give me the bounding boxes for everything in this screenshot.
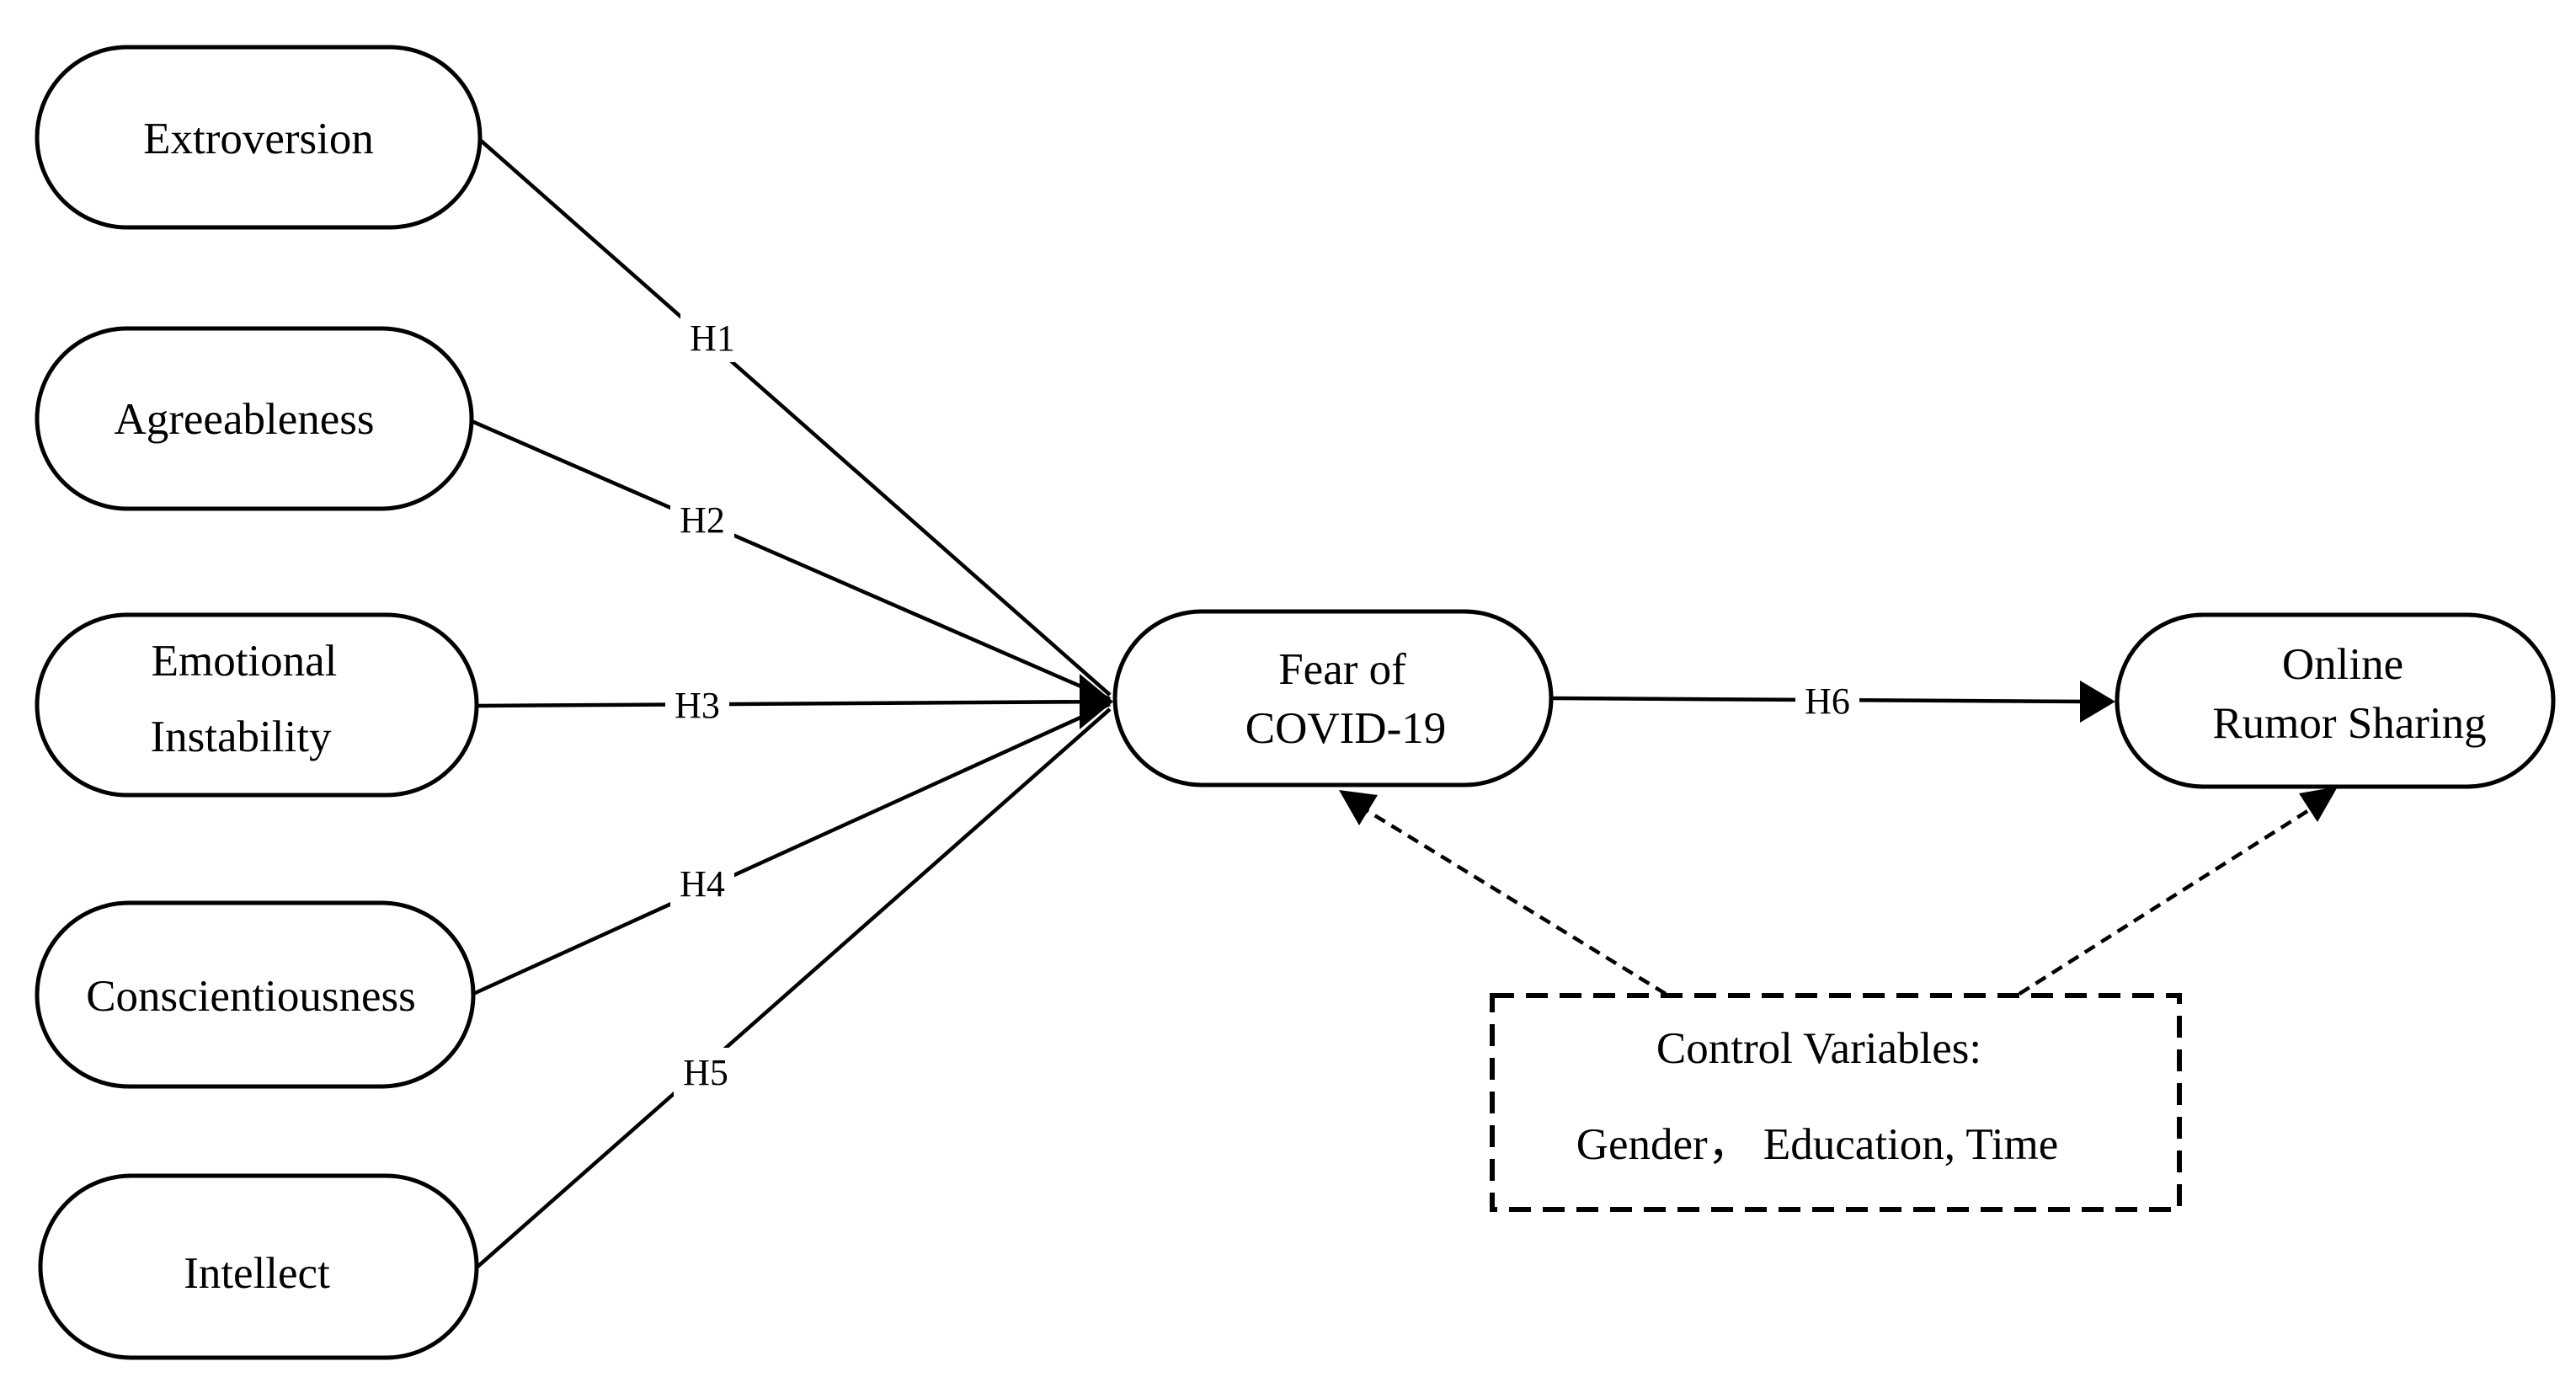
- arrowhead-control-rumor: [2299, 787, 2338, 822]
- node-label-conscientiousness: Conscientiousness: [86, 972, 416, 1021]
- edge-h4: [472, 702, 1111, 996]
- node-label-rumor-sharing: Rumor Sharing: [2212, 699, 2486, 748]
- node-label-agreeableness: Agreeableness: [114, 395, 374, 444]
- node-label-intellect: Intellect: [184, 1249, 330, 1298]
- node-extroversion: Extroversion: [35, 45, 483, 230]
- node-label-covid: COVID-19: [1245, 704, 1446, 753]
- arrowhead-control-fear: [1339, 790, 1378, 825]
- edge-h1: [478, 138, 1112, 697]
- node-agreeableness: Agreeableness: [35, 326, 474, 511]
- edge-control-to-rumor: [2018, 805, 2316, 996]
- node-label-fear-of: Fear of: [1278, 645, 1406, 694]
- node-conscientiousness: Conscientiousness: [35, 900, 476, 1089]
- control-variables-box: Control Variables: Gender， Education, Ti…: [1490, 993, 2182, 1212]
- node-label-emotional: Emotional: [152, 637, 338, 686]
- control-variables-title: Control Variables:: [1656, 1024, 1981, 1073]
- edge-label-h4: H4: [680, 863, 725, 905]
- edge-label-h2: H2: [680, 499, 725, 541]
- node-intellect: Intellect: [38, 1173, 479, 1360]
- node-emotional-instability: Emotional Instability: [35, 612, 479, 798]
- node-label-instability: Instability: [151, 713, 332, 761]
- edge-control-to-fear: [1359, 805, 1667, 996]
- edge-label-h6: H6: [1805, 681, 1850, 722]
- edge-h5: [475, 707, 1112, 1269]
- edge-label-h1: H1: [690, 318, 735, 359]
- edge-label-h3: H3: [675, 685, 720, 726]
- edges-layer: [471, 138, 2338, 1269]
- edge-h3: [476, 699, 1111, 708]
- edge-h2: [471, 419, 1111, 702]
- edge-labels-layer: H1 H2 H3 H4 H5 H6: [665, 313, 1859, 1097]
- node-online-rumor-sharing: Online Rumor Sharing: [2115, 612, 2556, 789]
- node-fear-of-covid: Fear of COVID-19: [1112, 609, 1554, 787]
- edge-label-h5: H5: [683, 1052, 728, 1093]
- node-label-extroversion: Extroversion: [143, 115, 374, 163]
- node-label-online: Online: [2282, 640, 2403, 689]
- arrowhead-into-fear: [1080, 674, 1113, 729]
- control-variables-items: Gender， Education, Time: [1576, 1120, 2059, 1169]
- arrowhead-into-rumor: [2080, 681, 2115, 723]
